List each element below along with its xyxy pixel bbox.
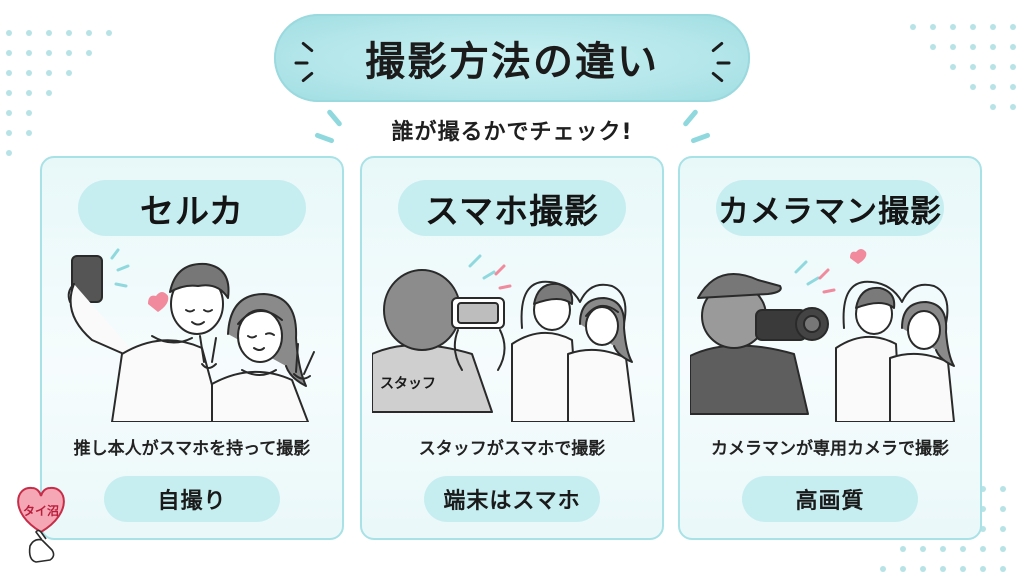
dot-pattern-top-right bbox=[900, 0, 1024, 150]
finger-heart-hand-icon bbox=[28, 529, 55, 563]
staff-photographing-couple-illustration: スタッフ bbox=[372, 254, 635, 422]
heart-icon bbox=[148, 292, 169, 312]
page-title: 撮影方法の違い bbox=[365, 39, 659, 85]
panel-caption: カメラマンが専用カメラで撮影 bbox=[711, 439, 949, 459]
cameraman-photographing-couple-illustration bbox=[690, 249, 955, 422]
panel-caption: 推し本人がスマホを持って撮影 bbox=[73, 439, 311, 459]
panel-tag: 自撮り bbox=[104, 476, 280, 522]
panel-heading: カメラマン撮影 bbox=[716, 180, 944, 236]
subtitle: 誰が撮るかでチェック! bbox=[391, 120, 633, 145]
panel-tag: 端末はスマホ bbox=[424, 476, 600, 522]
heart-icon bbox=[17, 486, 65, 563]
panel-heading: セルカ bbox=[78, 180, 306, 236]
panel-selfie: セルカ bbox=[40, 156, 344, 540]
staff-label: スタッフ bbox=[380, 376, 436, 392]
panel-smartphone: スマホ撮影 スタッフ スタッフがスマホで撮影 端末はスマホ bbox=[360, 156, 664, 540]
panel-heading: スマホ撮影 bbox=[398, 180, 626, 236]
logo-text: タイ沼 bbox=[22, 504, 59, 518]
panel-cameraman: カメラマン撮影 カメラマンが専用カメラで撮影 高画質 bbox=[678, 156, 982, 540]
selfie-couple-illustration bbox=[67, 248, 315, 422]
dot-pattern-top-left bbox=[0, 0, 140, 170]
heart-icon bbox=[850, 249, 867, 264]
brand-logo: タイ沼 bbox=[12, 482, 70, 566]
panel-caption: スタッフがスマホで撮影 bbox=[418, 439, 606, 459]
title-banner: 撮影方法の違い bbox=[274, 14, 750, 102]
panel-tag: 高画質 bbox=[742, 476, 918, 522]
